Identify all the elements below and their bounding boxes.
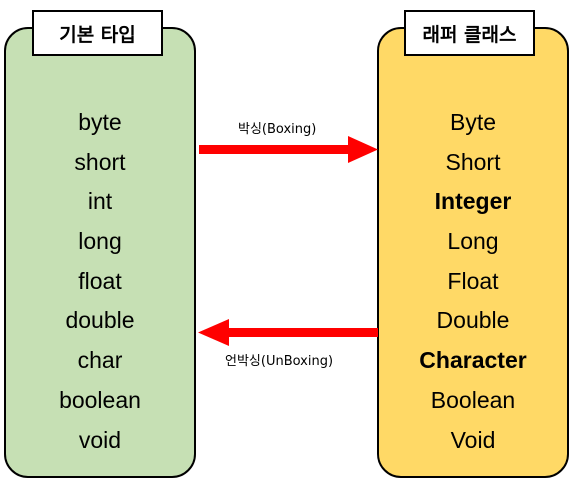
primitive-item-long: long (78, 228, 122, 255)
primitive-types-box: byte short int long float double char boolean vo… (4, 27, 196, 478)
boxing-arrow (199, 136, 378, 163)
unboxing-arrow-shaft (226, 328, 378, 337)
primitive-item-byte: byte (78, 109, 122, 135)
boxing-label: 박싱(Boxing) (238, 122, 317, 137)
wrapper-item-short: Short (445, 148, 501, 175)
unboxing-arrow (198, 319, 378, 346)
boxing-arrow-head (348, 136, 378, 163)
primitive-types-title: 기본 타입 (32, 10, 163, 56)
wrapper-item-boolean: Boolean (430, 386, 516, 413)
primitive-item-float: float (78, 267, 122, 294)
primitive-item-void: void (78, 426, 122, 453)
wrapper-item-character: Character (419, 347, 527, 374)
primitive-item-double: double (65, 307, 135, 334)
unboxing-label: 언박싱(UnBoxing) (225, 354, 334, 369)
wrapper-item-void: Void (450, 426, 496, 453)
primitive-types-list: byte short int long float double char boolean vo… (6, 103, 194, 460)
wrapper-item-long: Long (447, 228, 499, 255)
wrapper-item-double: Double (436, 307, 510, 334)
primitive-item-boolean: boolean (59, 386, 141, 413)
primitive-item-short: short (74, 148, 126, 175)
primitive-item-int: int (87, 188, 113, 215)
wrapper-item-float: Float (447, 267, 499, 294)
wrapper-item-byte: Byte (449, 109, 497, 135)
wrapper-classes-title: 래퍼 클래스 (404, 10, 535, 56)
unboxing-arrow-head (198, 319, 229, 346)
wrapper-item-integer: Integer (434, 188, 512, 215)
boxing-arrow-shaft (199, 145, 351, 154)
primitive-item-char: char (77, 347, 123, 374)
